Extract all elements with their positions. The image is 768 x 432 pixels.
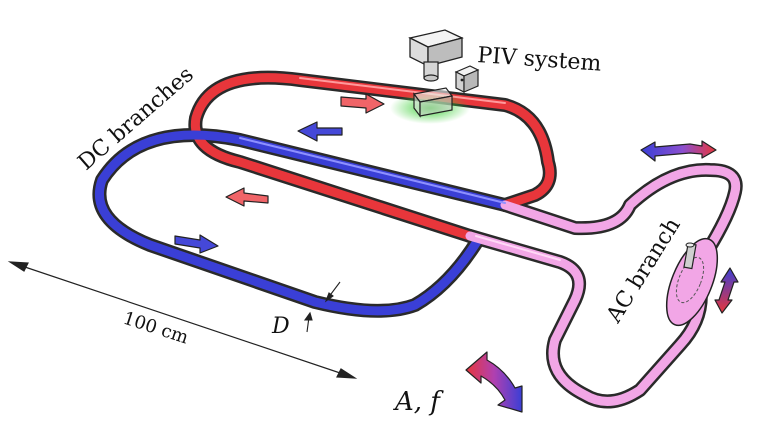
test-section [412,87,454,118]
flow-arrow-icon [297,121,343,142]
amplitude-frequency-label: A, f [393,387,444,417]
flow-arrows [174,93,385,254]
diameter-marker [303,281,341,333]
piv-system [390,29,480,124]
laser-icon [454,65,480,93]
length-label: 100 cm [120,308,190,349]
piv-system-label: PIV system [477,43,603,77]
oscillation-arrows [465,140,739,413]
camera-icon [408,29,464,82]
diameter-label: D [271,314,290,339]
flow-arrow-icon [340,93,385,114]
flow-arrow-icon [225,187,269,207]
blue-dc-branch [94,130,510,316]
oscillation-arrow-icon [640,140,717,162]
dc-branches-label: DC branches [74,62,199,175]
ac-piston-chamber [665,237,719,327]
length-dimension [7,261,358,379]
oscillation-arrow-icon [714,267,739,314]
flow-arrow-icon [174,234,219,254]
oscillation-arrow-icon [465,351,523,413]
